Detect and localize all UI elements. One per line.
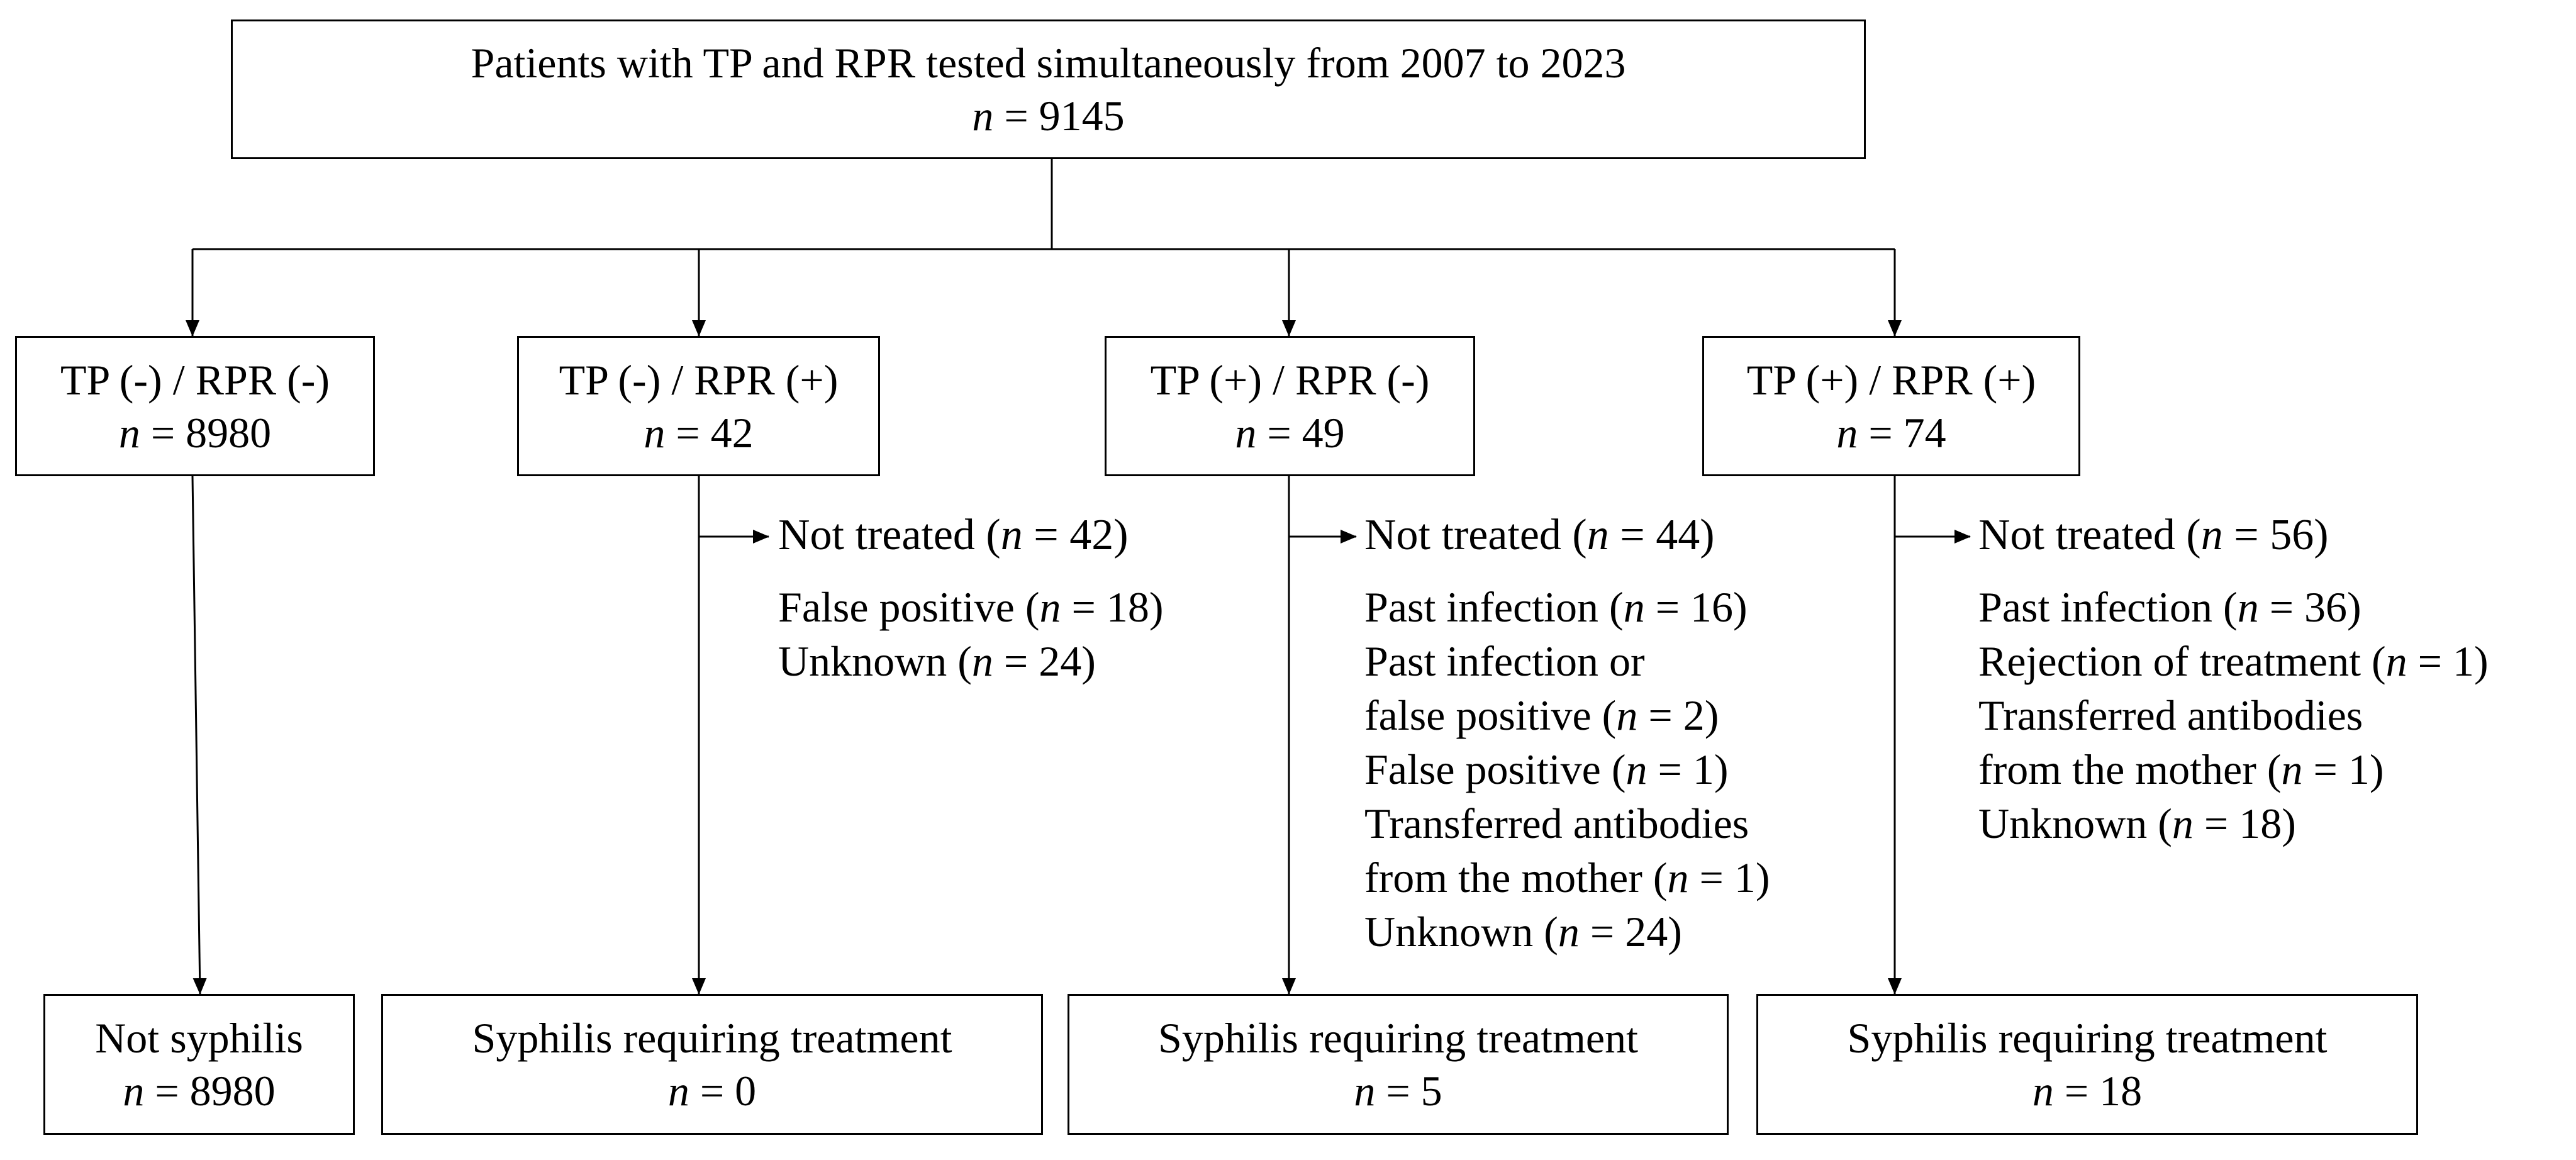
outcome-label: Syphilis requiring treatment <box>1158 1014 1638 1062</box>
group-label: TP (-) / RPR (-) <box>60 355 330 404</box>
outcome-count: n = 8980 <box>123 1067 276 1115</box>
notes-group-3: Not treated (n = 44) Past infection (n =… <box>1364 508 1770 959</box>
group-box-3: TP (+) / RPR (-) n = 49 <box>1105 336 1475 476</box>
not-treated-line: Not treated (n = 56) <box>1978 511 2329 559</box>
outcome-count: n = 18 <box>2032 1067 2143 1115</box>
outcome-box-2: Syphilis requiring treatment n = 0 <box>381 994 1043 1135</box>
reason-line: Unknown (n = 24) <box>1364 908 1682 956</box>
group-box-1: TP (-) / RPR (-) n = 8980 <box>15 336 375 476</box>
reason-line: False positive (n = 18) <box>778 583 1164 631</box>
outcome-count: n = 0 <box>667 1067 757 1115</box>
reason-line: from the mother (n = 1) <box>1978 745 2384 793</box>
reason-line: Unknown (n = 18) <box>1978 800 2296 847</box>
not-treated-line: Not treated (n = 44) <box>1364 511 1715 559</box>
connector-down-1 <box>191 476 207 995</box>
group-label: TP (-) / RPR (+) <box>559 355 839 404</box>
reason-line: False positive (n = 1) <box>1364 745 1729 793</box>
outcome-label: Syphilis requiring treatment <box>472 1014 952 1062</box>
top-title: Patients with TP and RPR tested simultan… <box>471 39 1626 87</box>
outcome-box-1: Not syphilis n = 8980 <box>43 994 355 1135</box>
reason-line: Transferred antibodies <box>1364 800 1749 847</box>
outcome-label: Syphilis requiring treatment <box>1847 1014 2328 1062</box>
not-treated-line: Not treated (n = 42) <box>778 511 1129 559</box>
reason-line: Past infection (n = 16) <box>1364 583 1748 631</box>
reason-line: false positive (n = 2) <box>1364 691 1719 739</box>
outcome-box-3: Syphilis requiring treatment n = 5 <box>1068 994 1729 1135</box>
group-count: n = 8980 <box>118 408 272 457</box>
outcome-label: Not syphilis <box>95 1014 303 1062</box>
group-count: n = 49 <box>1235 408 1345 457</box>
reason-line: Unknown (n = 24) <box>778 637 1096 685</box>
top-box: Patients with TP and RPR tested simultan… <box>231 20 1866 159</box>
group-count: n = 74 <box>1836 408 1946 457</box>
reason-line: Transferred antibodies <box>1978 691 2363 739</box>
outcome-count: n = 5 <box>1354 1067 1442 1115</box>
reason-line: Rejection of treatment (n = 1) <box>1978 637 2489 685</box>
group-label: TP (+) / RPR (+) <box>1746 355 2036 404</box>
notes-group-4: Not treated (n = 56) Past infection (n =… <box>1978 508 2489 850</box>
outcome-box-4: Syphilis requiring treatment n = 18 <box>1756 994 2418 1135</box>
notes-group-2: Not treated (n = 42) False positive (n =… <box>778 508 1164 688</box>
reason-line: Past infection or <box>1364 637 1645 685</box>
top-count: n = 9145 <box>972 92 1125 140</box>
reason-line: Past infection (n = 36) <box>1978 583 2361 631</box>
group-box-4: TP (+) / RPR (+) n = 74 <box>1702 336 2080 476</box>
group-label: TP (+) / RPR (-) <box>1150 355 1430 404</box>
group-box-2: TP (-) / RPR (+) n = 42 <box>517 336 880 476</box>
group-count: n = 42 <box>644 408 754 457</box>
reason-line: from the mother (n = 1) <box>1364 854 1770 901</box>
